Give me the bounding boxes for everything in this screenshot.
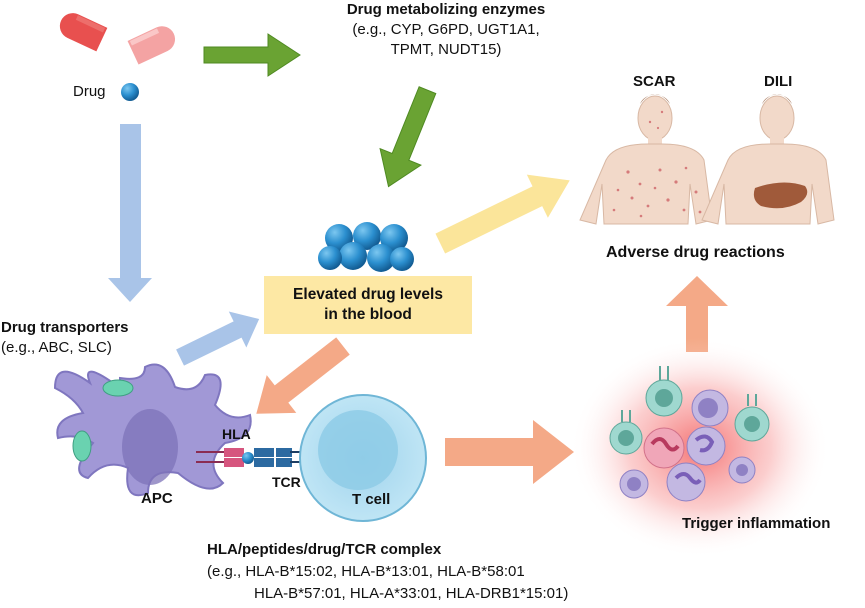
drug-molecule-icon bbox=[121, 83, 139, 101]
drug-cluster-icon bbox=[318, 222, 414, 272]
complex-title: HLA/peptides/drug/TCR complex bbox=[207, 541, 442, 558]
t-cell-icon bbox=[299, 394, 427, 522]
scar-label: SCAR bbox=[633, 73, 676, 90]
dili-body-icon bbox=[701, 94, 835, 225]
arrow-tcell-to-inflammation bbox=[445, 420, 574, 484]
arrow-transporters-to-elevated bbox=[176, 311, 260, 366]
enzymes-title: Drug metabolizing enzymes bbox=[346, 1, 546, 18]
apc-label: APC bbox=[141, 490, 173, 507]
capsule-icon bbox=[59, 13, 176, 65]
liver-icon bbox=[753, 182, 808, 209]
hla-label: HLA bbox=[222, 426, 251, 442]
hla-tcr-complex-icon bbox=[196, 448, 320, 467]
enzymes-examples-line2: TPMT, NUDT15) bbox=[390, 41, 502, 58]
dili-label: DILI bbox=[764, 73, 793, 90]
adverse-reactions-label: Adverse drug reactions bbox=[606, 244, 785, 261]
tcr-label: TCR bbox=[272, 474, 301, 490]
arrow-inflammation-to-adverse bbox=[666, 276, 728, 352]
complex-examples-line2: HLA-B*57:01, HLA-A*33:01, HLA-DRB1*15:01… bbox=[254, 585, 569, 602]
inflammation-cluster-icon bbox=[570, 338, 830, 558]
transporters-title: Drug transporters bbox=[1, 319, 129, 336]
drug-label: Drug bbox=[73, 83, 106, 100]
trigger-inflammation-label: Trigger inflammation bbox=[682, 515, 831, 532]
complex-examples-line1: (e.g., HLA-B*15:02, HLA-B*13:01, HLA-B*5… bbox=[207, 563, 525, 580]
arrow-elevated-to-hla bbox=[256, 337, 350, 414]
elevated-line1: Elevated drug levels bbox=[293, 286, 443, 303]
tcell-label: T cell bbox=[352, 491, 391, 508]
elevated-drug-levels-box: Elevated drug levels in the blood bbox=[264, 276, 472, 334]
arrow-drug-to-transporters bbox=[108, 124, 152, 302]
elevated-line2: in the blood bbox=[324, 306, 412, 323]
transporters-examples: (e.g., ABC, SLC) bbox=[1, 339, 112, 356]
scar-body-icon bbox=[579, 94, 713, 225]
enzymes-examples-line1: (e.g., CYP, G6PD, UGT1A1, bbox=[352, 21, 540, 38]
arrow-elevated-to-adverse bbox=[435, 174, 570, 254]
arrow-enzymes-to-elevated bbox=[379, 86, 437, 188]
arrow-drug-to-enzymes bbox=[203, 33, 301, 77]
